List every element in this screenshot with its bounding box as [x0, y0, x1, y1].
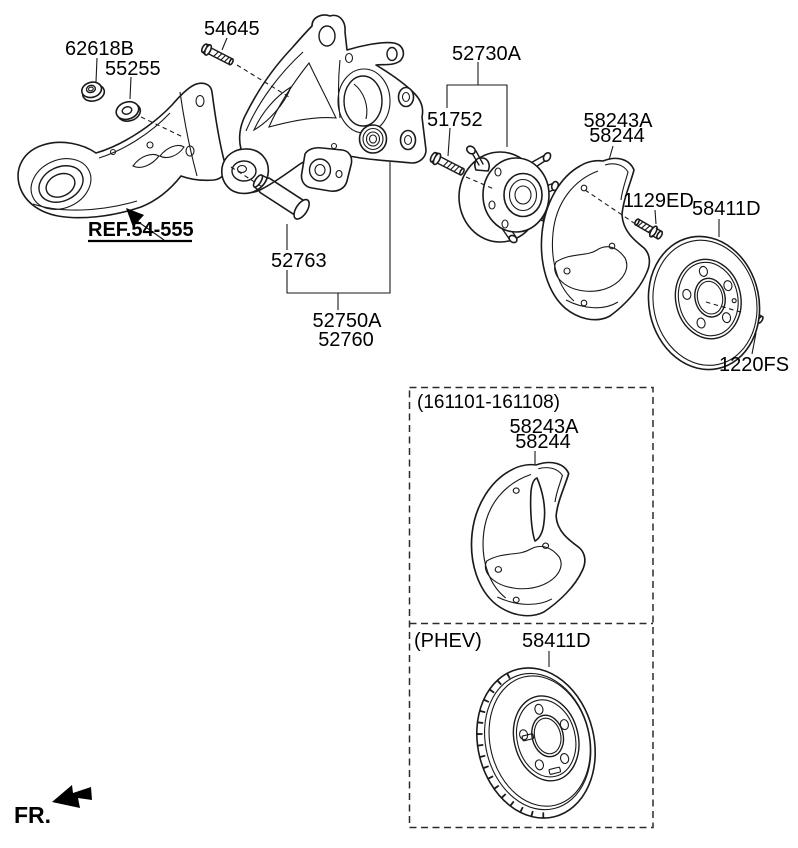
callout-58243a[interactable]: 58243A: [584, 110, 654, 132]
callout-54645[interactable]: 54645: [204, 18, 260, 40]
front-direction-marker: FR.: [14, 785, 92, 828]
bolt-51752-drawing: [429, 151, 465, 176]
washer-55255-drawing: [115, 100, 142, 122]
callout-1129ed[interactable]: 1129ED: [623, 190, 694, 212]
ref-link-label[interactable]: REF.54-555: [88, 219, 194, 241]
front-arrow-icon: [52, 785, 92, 808]
callout-labels: 62618B 55255 54645 52730A 51752 58243A 5…: [65, 18, 789, 652]
brake-disc-drawing: [647, 235, 761, 371]
inset-callout-58243a[interactable]: 58243A: [510, 416, 580, 438]
inset-dust-shield-drawing: [470, 461, 586, 617]
trailing-arm-drawing: [17, 82, 227, 219]
bolt-52763-drawing: [252, 174, 310, 220]
inset-variant-label: (PHEV): [414, 630, 482, 652]
callout-58411d[interactable]: 58411D: [692, 198, 761, 220]
callout-51752[interactable]: 51752: [427, 109, 483, 131]
callout-55255[interactable]: 55255: [105, 58, 161, 80]
assembly-dashed-lines: [140, 64, 745, 314]
knuckle-drawing: [220, 14, 427, 195]
bolt-54645-drawing: [200, 43, 234, 66]
callout-52730a[interactable]: 52730A: [452, 43, 522, 65]
callout-52760[interactable]: 52760: [318, 329, 374, 351]
callout-1220fs[interactable]: 1220FS: [719, 354, 789, 376]
callout-52763[interactable]: 52763: [271, 250, 327, 272]
bolt-1129ed-drawing: [634, 218, 664, 240]
nut-62618b-drawing: [80, 81, 106, 102]
inset-callout-58244[interactable]: 58244: [515, 431, 571, 453]
inset-panel: [408, 386, 654, 829]
callout-62618b[interactable]: 62618B: [65, 38, 134, 60]
callout-58244[interactable]: 58244: [589, 125, 645, 147]
inset-date-range: (161101-161108): [417, 392, 560, 413]
leader-lines: [95, 37, 757, 667]
callout-52750a[interactable]: 52750A: [313, 310, 383, 332]
inset-callout-58411d[interactable]: 58411D: [522, 630, 591, 652]
front-marker-label: FR.: [14, 802, 51, 828]
ref-arrow: [88, 208, 192, 243]
inset-vented-disc-drawing: [475, 667, 597, 819]
